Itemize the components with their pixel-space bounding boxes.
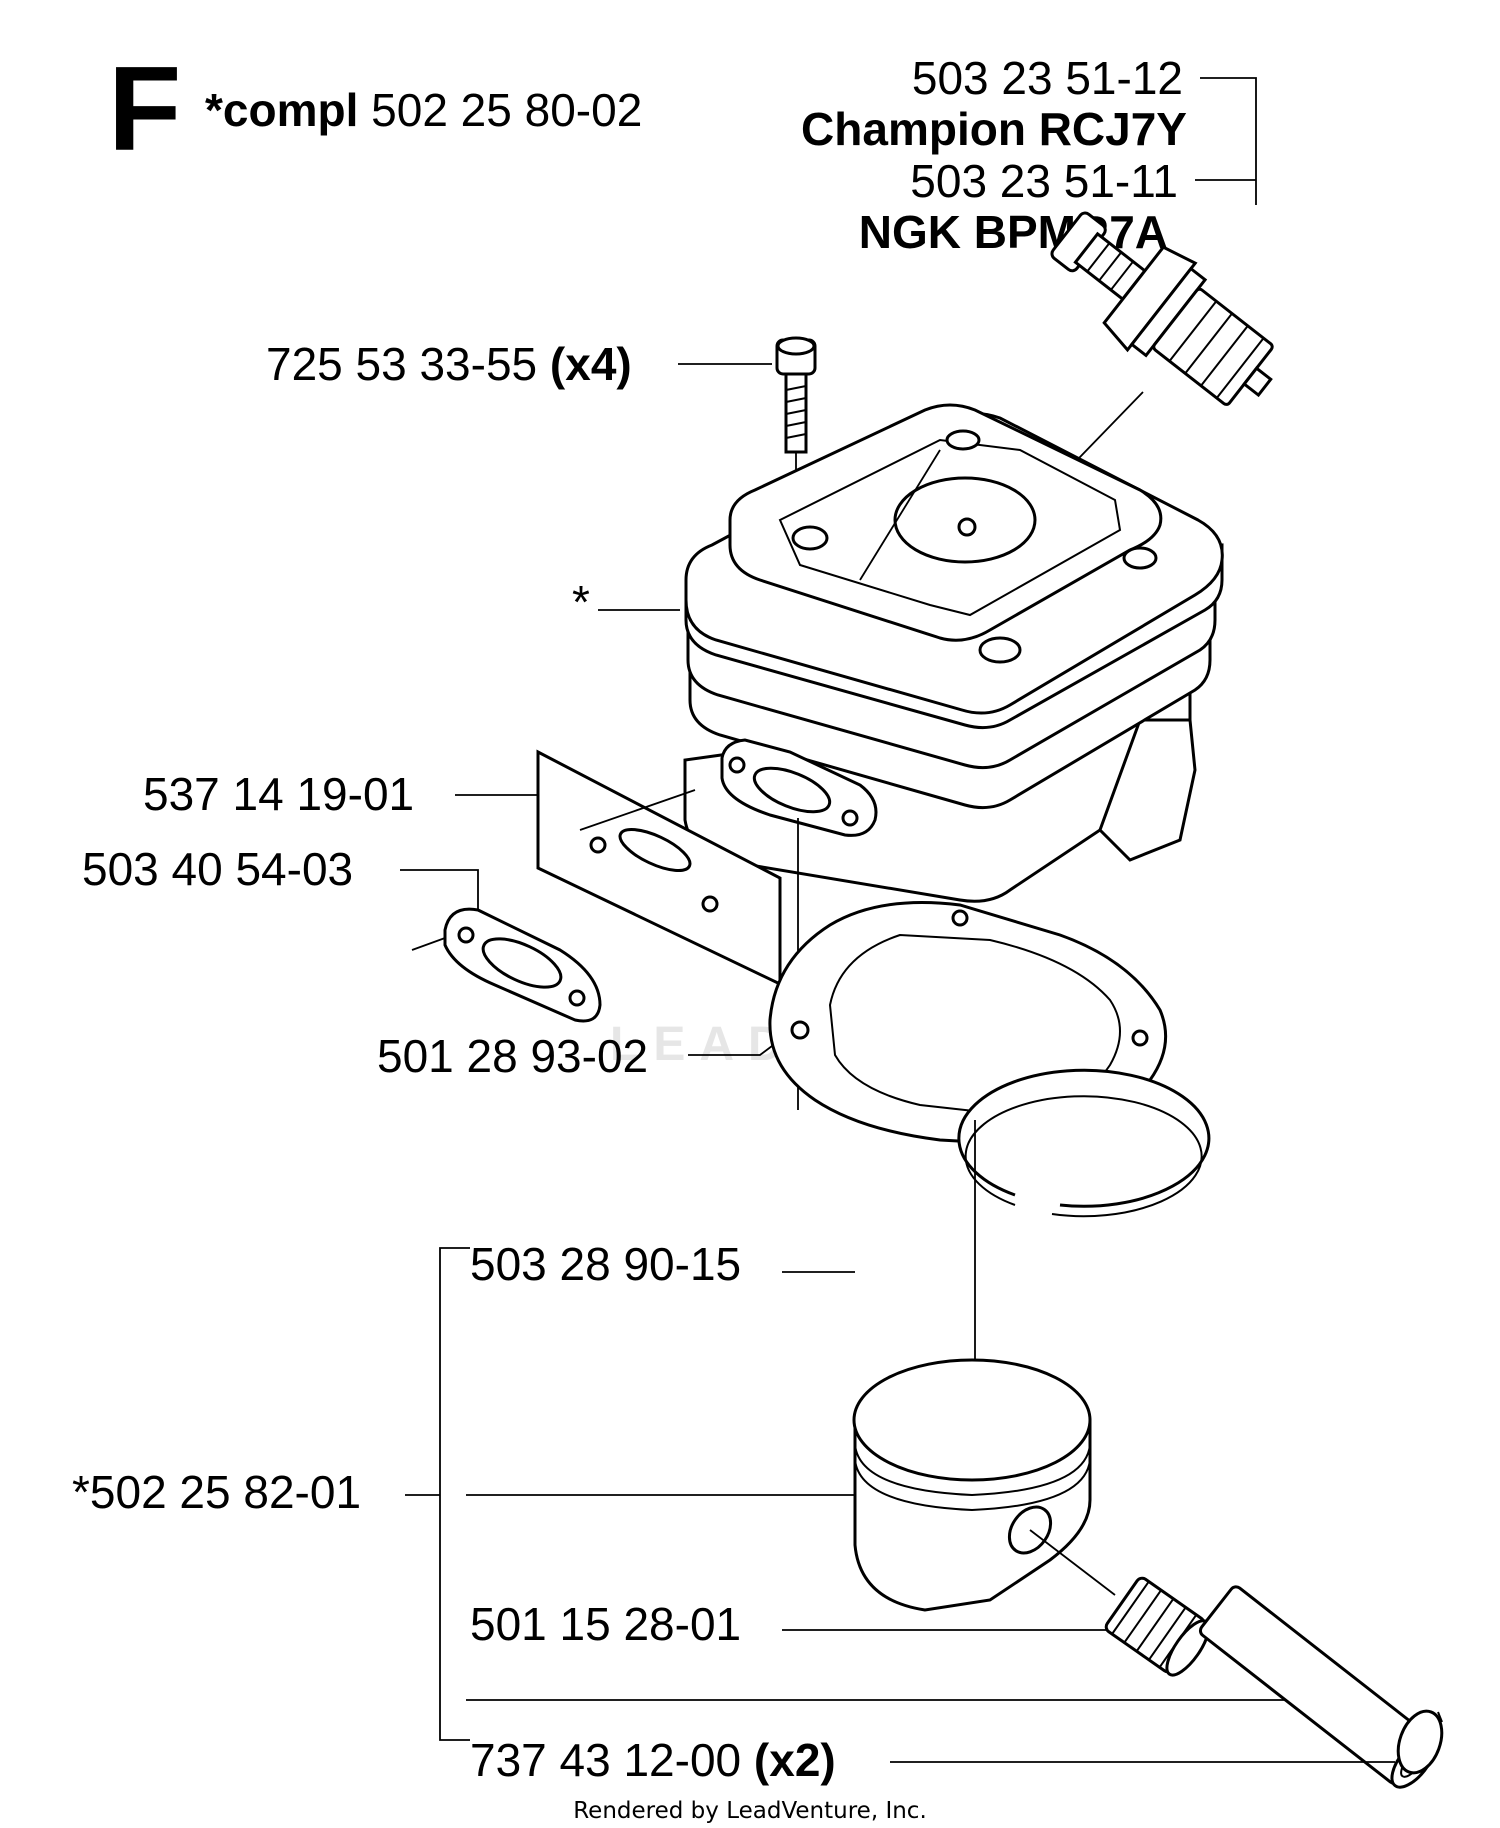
compl-label: *compl 502 25 80-02 xyxy=(205,84,642,136)
leader-champion xyxy=(1200,77,1257,205)
ring-number: 503 28 90-15 xyxy=(470,1238,741,1290)
spark-plug-ngk-number: 503 23 51-11 xyxy=(910,155,1178,207)
piston xyxy=(852,1358,1092,1612)
piston-assembly-bracket xyxy=(439,1247,470,1741)
compl-prefix: *compl xyxy=(205,84,358,136)
plate-axis xyxy=(579,789,696,831)
screw-qty: (x4) xyxy=(550,338,632,390)
circlip-number: 737 43 12-00 xyxy=(470,1734,741,1786)
circlip xyxy=(1396,1709,1444,1775)
head-leader-line xyxy=(859,449,941,581)
cylinder xyxy=(683,403,1224,903)
plate-number: 537 14 19-01 xyxy=(143,768,414,820)
spark-plug-champion-number: 503 23 51-12 xyxy=(912,52,1183,104)
base-gasket-number: 501 28 93-02 xyxy=(377,1030,648,1082)
spark-plug xyxy=(1050,211,1274,406)
section-letter: F xyxy=(108,42,181,176)
exhaust-gasket xyxy=(443,907,602,1023)
needle-bearing xyxy=(1104,1576,1211,1677)
footer-credit: Rendered by LeadVenture, Inc. xyxy=(573,1798,927,1824)
gasket-number: 503 40 54-03 xyxy=(82,843,353,895)
piston-ring xyxy=(957,1068,1211,1218)
screw-label: 725 53 33-55 (x4) xyxy=(266,338,632,390)
circlip-qty: (x2) xyxy=(754,1734,836,1786)
leader-gasket xyxy=(400,869,479,922)
cylinder-asterisk: * xyxy=(572,576,590,628)
bearing-axis xyxy=(1029,1529,1116,1596)
gasket-axis xyxy=(411,937,446,951)
spark-plug-champion-name: Champion RCJ7Y xyxy=(801,103,1187,155)
compl-number: 502 25 80-02 xyxy=(371,84,642,136)
spark-plug-ngk-name: NGK BPMR7A xyxy=(859,206,1168,258)
circlip-label: 737 43 12-00 (x2) xyxy=(470,1734,836,1786)
screw xyxy=(775,336,817,454)
bearing-number: 501 15 28-01 xyxy=(470,1598,741,1650)
screw-number: 725 53 33-55 xyxy=(266,338,537,390)
piston-number: *502 25 82-01 xyxy=(72,1466,361,1518)
